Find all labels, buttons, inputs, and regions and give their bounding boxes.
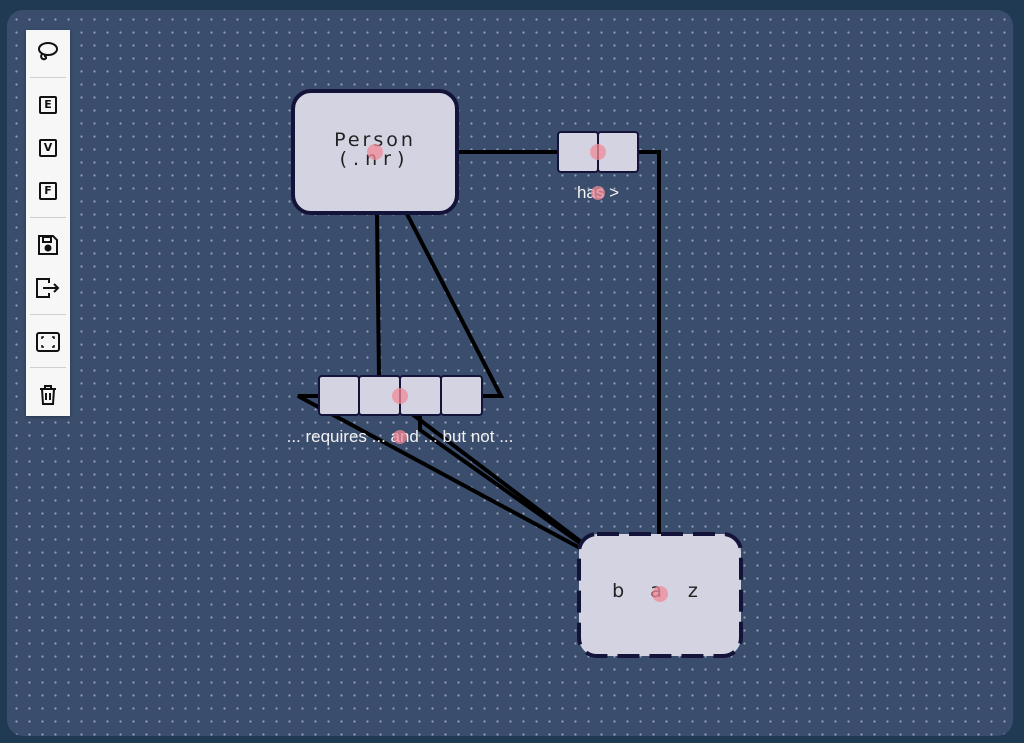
fact-requires-role-1[interactable]	[318, 375, 360, 416]
connection-has-baz[interactable]	[636, 150, 661, 536]
add-entity-button[interactable]: E	[30, 87, 66, 123]
selection-marker	[590, 144, 606, 160]
trash-icon	[40, 385, 56, 405]
export-button[interactable]	[30, 270, 66, 306]
fit-screen-icon	[36, 332, 60, 352]
fact-has[interactable]: has >	[557, 131, 639, 202]
entity-person-name: Person	[334, 129, 416, 151]
export-icon	[36, 278, 60, 298]
entity-person[interactable]: Person (.nr)	[291, 89, 459, 215]
selection-marker	[367, 144, 383, 160]
value-baz[interactable]: b a z	[577, 532, 743, 658]
connection-person-requires-role4[interactable]	[405, 212, 505, 398]
fact-requires-role-4[interactable]	[440, 375, 483, 416]
toolbar: E V F	[26, 30, 70, 416]
save-icon	[38, 235, 58, 255]
value-icon: V	[39, 139, 57, 157]
fact-icon: F	[39, 182, 57, 200]
selection-marker	[652, 586, 668, 602]
add-value-button[interactable]: V	[30, 130, 66, 166]
selection-marker	[393, 430, 407, 444]
connection-requires-role1-baz[interactable]	[297, 394, 582, 550]
selection-marker	[591, 186, 605, 200]
lasso-icon	[38, 42, 58, 61]
lasso-tool-button[interactable]	[30, 34, 66, 70]
connection-requires-role3-baz[interactable]	[410, 412, 582, 543]
connections	[297, 150, 661, 550]
add-fact-button[interactable]: F	[30, 173, 66, 209]
selection-marker	[392, 388, 408, 404]
connection-requires-role3b-baz[interactable]	[418, 412, 582, 545]
save-button[interactable]	[30, 227, 66, 263]
fit-to-screen-button[interactable]	[30, 324, 66, 360]
diagram-canvas[interactable]	[7, 10, 1013, 736]
entity-icon: E	[39, 96, 57, 114]
fact-requires[interactable]: ... requires ... and ... but not ...	[287, 375, 514, 446]
connection-person-requires-role2[interactable]	[375, 212, 381, 378]
delete-button[interactable]	[30, 377, 66, 413]
